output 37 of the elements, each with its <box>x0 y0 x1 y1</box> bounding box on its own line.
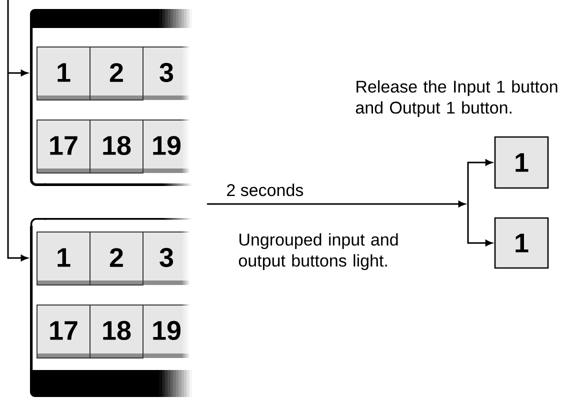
panel-button: 2 <box>90 46 144 100</box>
result-text: Ungrouped input and output buttons light. <box>238 233 398 270</box>
node-label: 19 <box>153 320 181 340</box>
connector-arrow <box>467 159 492 204</box>
node-label: 17 <box>50 321 78 340</box>
instruction-text: Release the Input 1 button and Output 1 button. <box>356 80 558 118</box>
node-label: 18 <box>103 136 131 156</box>
node-label: 19 <box>153 136 181 156</box>
panel-button: 17 <box>36 120 90 174</box>
device-panel <box>30 9 192 186</box>
connector-line <box>207 200 466 208</box>
panel-button: 3 <box>142 46 190 100</box>
panel-button: 18 <box>90 304 144 358</box>
panel-button: 1 <box>36 46 90 100</box>
connector-arrow <box>467 204 492 246</box>
device-panel <box>30 218 192 397</box>
panel-button: 3 <box>142 232 190 286</box>
panel-button: 19 <box>142 120 190 174</box>
panel-button: 17 <box>36 304 90 358</box>
button: 1 <box>494 136 549 189</box>
node-label: 1 <box>58 248 70 267</box>
button: 1 <box>494 217 549 269</box>
panel-button: 18 <box>90 120 144 174</box>
panel-button: 2 <box>90 232 144 286</box>
node-label: 3 <box>160 62 174 82</box>
edge-label: 2 seconds <box>225 182 305 198</box>
panel-button: 1 <box>36 232 90 286</box>
node-label: 1 <box>58 63 70 82</box>
connector-line <box>7 0 9 259</box>
node-label: 2 <box>110 63 123 82</box>
connector-arrow <box>8 70 28 76</box>
node-label: 17 <box>50 136 78 155</box>
node-label: 18 <box>103 320 131 340</box>
connector-arrow <box>8 254 28 262</box>
panel-button: 19 <box>142 304 190 358</box>
node-label: 3 <box>160 248 174 268</box>
node-label: 2 <box>110 248 123 267</box>
